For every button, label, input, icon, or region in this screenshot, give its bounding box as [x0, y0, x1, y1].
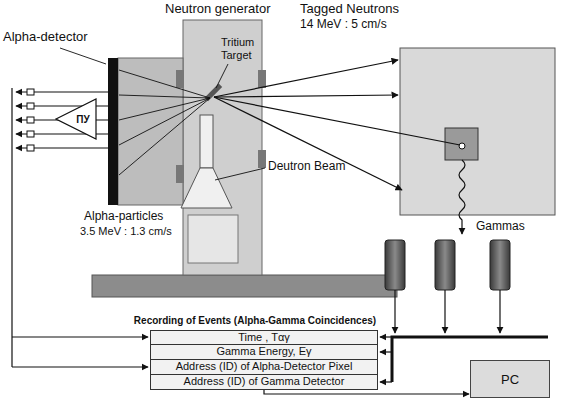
data-link — [264, 390, 469, 394]
part-label: Tritium — [221, 36, 254, 49]
table-row: Address (ID) of Alpha-Detector Pixel — [150, 360, 378, 375]
node-text: Address (ID) of Alpha-Detector Pixel — [151, 360, 377, 373]
pc-box: PC — [470, 360, 550, 398]
node-text: PC — [501, 372, 519, 387]
sample-object — [400, 48, 555, 215]
event-record-table: Recording of Events (Alpha-Gamma Coincid… — [110, 314, 400, 390]
table-row: Gamma Energy, Eγ — [150, 345, 378, 360]
triangle-outline — [55, 98, 97, 140]
part-label: Deutron Beam — [268, 160, 345, 174]
gamma-ray — [459, 160, 465, 234]
amplifier-triangle: ПУ — [55, 98, 97, 140]
triangle-shape — [56, 99, 96, 139]
node-text: Time , Tαγ — [151, 331, 377, 344]
gamma-detectors — [385, 240, 510, 290]
neutron-generator — [92, 20, 397, 297]
node-text: ПУ — [76, 114, 89, 125]
neutron-paths — [214, 60, 460, 190]
table-heading: Recording of Events (Alpha-Gamma Coincid… — [110, 314, 400, 330]
part-label: Target — [221, 49, 252, 62]
part-label: Alpha-detector — [3, 30, 88, 45]
beam-label: Tagged Neutrons — [300, 2, 399, 17]
table-row: Time , Tαγ — [150, 330, 378, 345]
node-text: Gamma Energy, Eγ — [151, 345, 377, 358]
node-text: Address (ID) of Gamma Detector — [151, 375, 377, 388]
beam-label: Alpha-particles — [84, 210, 163, 224]
beam-value: 3.5 MeV : 1.3 cm/s — [80, 225, 172, 238]
beam-value: 14 MeV : 5 cm/s — [300, 18, 387, 32]
table-row: Address (ID) of Gamma Detector — [150, 375, 378, 390]
alpha-particle-paths — [119, 70, 210, 175]
radiation-label: Gammas — [476, 220, 525, 234]
part-label: Neutron generator — [165, 2, 271, 17]
